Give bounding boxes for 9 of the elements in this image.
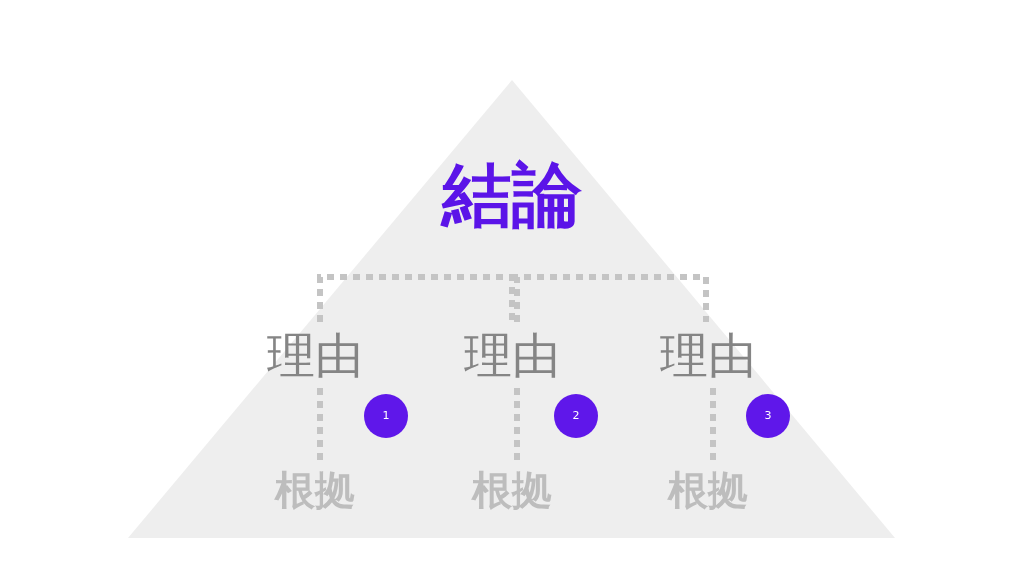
conclusion-label: 結論	[412, 155, 612, 235]
reason-label: 理由	[653, 328, 763, 382]
dotted-connector	[710, 388, 716, 463]
reason-label: 理由	[457, 328, 567, 382]
dotted-connector	[514, 388, 520, 463]
dotted-connector	[317, 388, 323, 463]
reason-label: 理由	[260, 328, 370, 382]
dotted-connector	[514, 274, 709, 322]
dotted-connector	[317, 274, 515, 322]
